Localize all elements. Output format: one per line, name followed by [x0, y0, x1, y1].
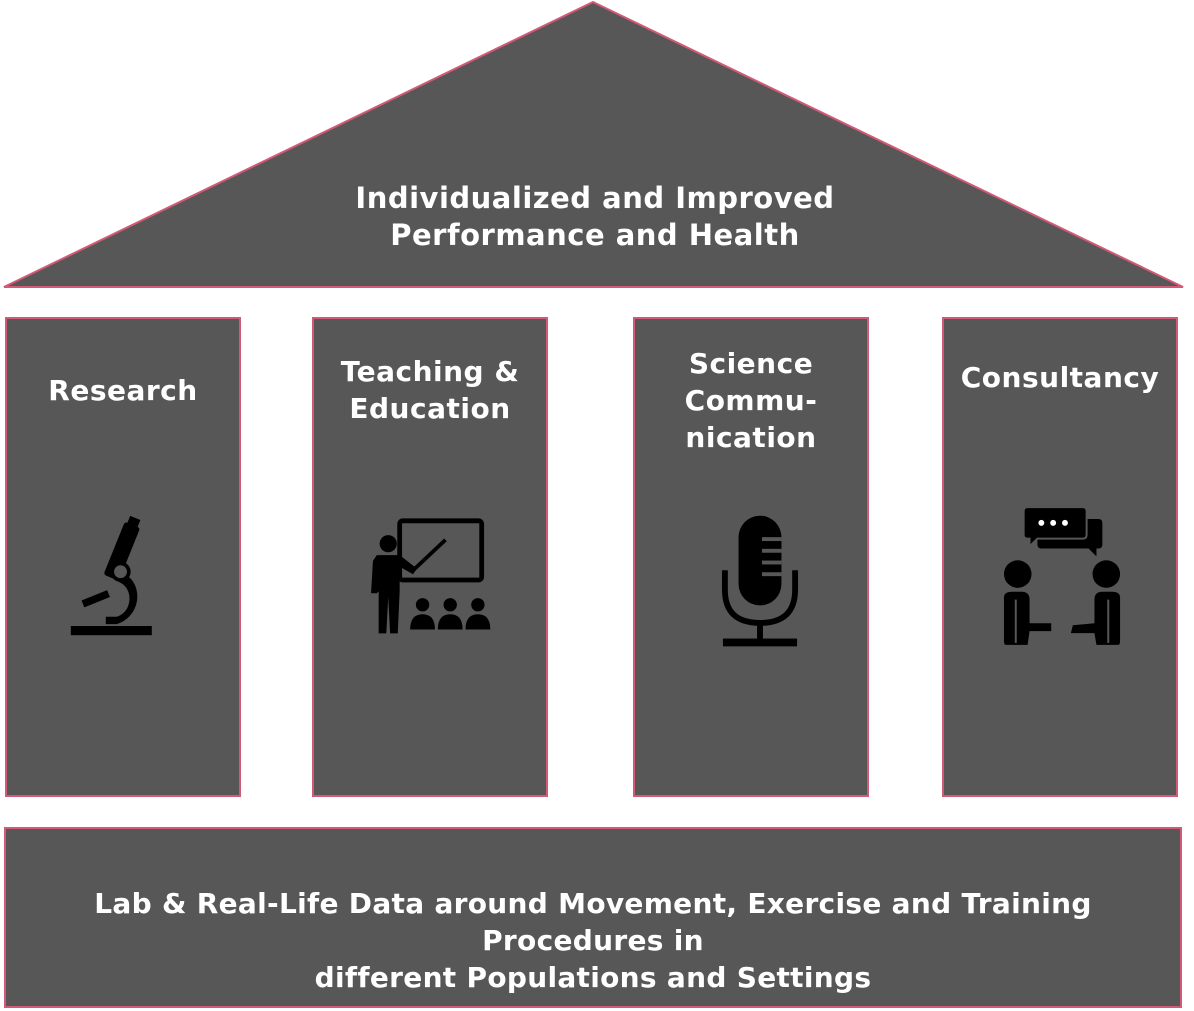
roof-title: Individualized and Improved Performance …: [300, 180, 890, 254]
pillar-science-communication-label-line-3: nication: [685, 421, 817, 454]
conversation-icon: [1003, 506, 1121, 645]
pillar-science-communication-label: Science Commu- nication: [635, 345, 867, 456]
microscope-icon: [70, 515, 152, 636]
microphone-icon: [721, 515, 799, 647]
pillar-research: Research: [5, 317, 241, 797]
pillar-teaching-education-label-line-2: Education: [349, 392, 511, 425]
roof-triangle: [3, 0, 1184, 288]
pillar-consultancy-label-line-1: Consultancy: [960, 361, 1160, 394]
pillar-consultancy-label: Consultancy: [944, 359, 1176, 396]
teacher-presentation-icon: [371, 518, 491, 634]
pillar-science-communication-label-line-2: Commu-: [684, 384, 818, 417]
pillar-consultancy: Consultancy: [942, 317, 1178, 797]
pillar-science-communication-label-line-1: Science: [688, 347, 814, 380]
pillar-teaching-education-label-line-1: Teaching &: [340, 355, 520, 388]
roof-title-line-2: Performance and Health: [390, 218, 800, 252]
foundation-base: Lab & Real-Life Data around Movement, Ex…: [4, 827, 1182, 1008]
foundation-text-line-1: Lab & Real-Life Data around Movement, Ex…: [94, 887, 1092, 957]
foundation-text: Lab & Real-Life Data around Movement, Ex…: [6, 885, 1180, 996]
roof-title-line-1: Individualized and Improved: [355, 181, 835, 215]
foundation-text-line-2: different Populations and Settings: [314, 961, 872, 994]
pillar-research-label-line-1: Research: [48, 374, 198, 407]
pillar-science-communication: Science Commu- nication: [633, 317, 869, 797]
pillar-teaching-education: Teaching & Education: [312, 317, 548, 797]
pillar-research-label: Research: [7, 372, 239, 409]
pillar-teaching-education-label: Teaching & Education: [314, 353, 546, 427]
